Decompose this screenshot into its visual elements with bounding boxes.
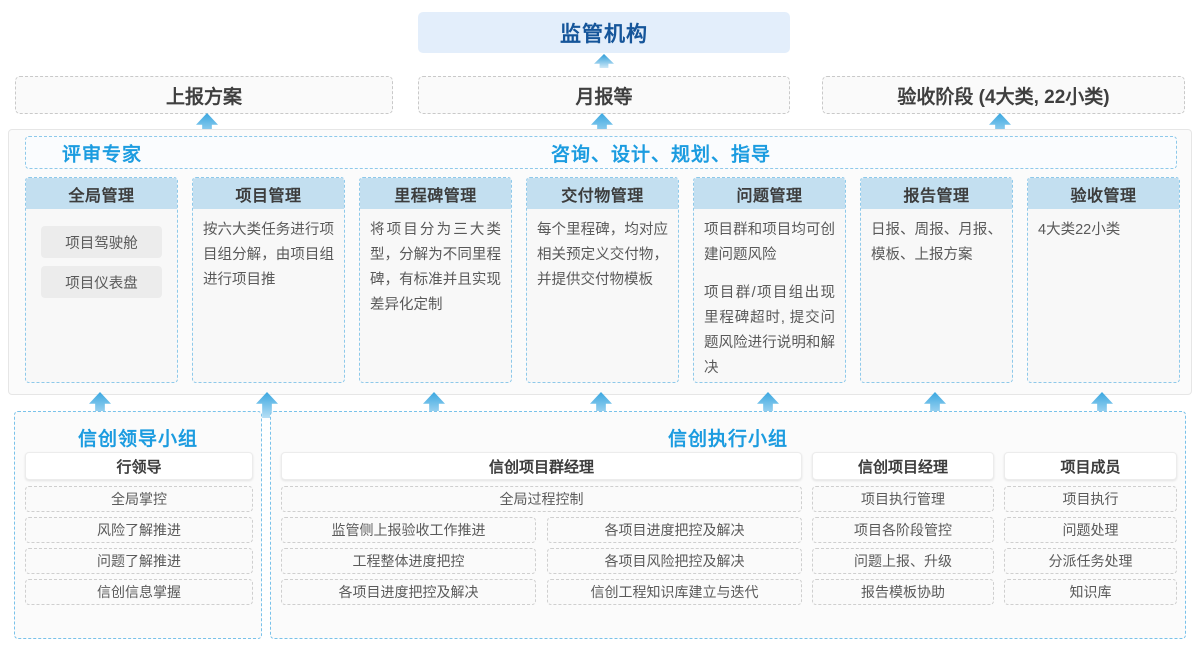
mgmt-card-title: 验收管理 (1028, 178, 1179, 209)
report-box-plan: 上报方案 (15, 76, 393, 114)
lead-group: 信创领导小组 行领导 全局掌控 风险了解推进 问题了解推进 信创信息掌握 (14, 411, 262, 639)
member-item[interactable]: 分派任务处理 (1004, 548, 1177, 574)
member-item[interactable]: 问题处理 (1004, 517, 1177, 543)
role-head-project-manager[interactable]: 信创项目经理 (812, 452, 994, 480)
mgmt-card-title: 问题管理 (694, 178, 845, 209)
program-manager-item[interactable]: 监管侧上报验收工作推进 (281, 517, 536, 543)
role-head-bank-leader[interactable]: 行领导 (25, 452, 253, 480)
mgmt-card-issue[interactable]: 问题管理 项目群和项目均可创建问题风险 项目群/项目组出现里程碑超时, 提交问题… (693, 177, 846, 383)
mgmt-card-milestone[interactable]: 里程碑管理 将项目分为三大类型，分解为不同里程碑，有标准并且实现差异化定制 (359, 177, 512, 383)
service-layer-panel: 评审专家 咨询、设计、规划、指导 全局管理 项目驾驶舱 项目仪表盘 项目管理 按… (8, 129, 1192, 395)
mgmt-card-title: 全局管理 (26, 178, 177, 209)
lead-item[interactable]: 信创信息掌握 (25, 579, 253, 605)
program-manager-item[interactable]: 各项目进度把控及解决 (281, 579, 536, 605)
program-manager-item[interactable]: 各项目进度把控及解决 (547, 517, 802, 543)
mgmt-card-para: 4大类22小类 (1038, 222, 1121, 238)
mgmt-card-body: 将项目分为三大类型，分解为不同里程碑，有标准并且实现差异化定制 (360, 209, 511, 318)
mgmt-card-title: 报告管理 (861, 178, 1012, 209)
program-manager-item[interactable]: 工程整体进度把控 (281, 548, 536, 574)
program-manager-item[interactable]: 信创工程知识库建立与迭代 (547, 579, 802, 605)
member-item[interactable]: 项目执行 (1004, 486, 1177, 512)
mgmt-card-body: 每个里程碑，均对应相关预定义交付物，并提供交付物模板 (527, 209, 678, 293)
regulator-box: 监管机构 (418, 12, 790, 53)
program-manager-item[interactable]: 各项目风险把控及解决 (547, 548, 802, 574)
mgmt-card-body: 日报、周报、月报、模板、上报方案 (861, 209, 1012, 268)
org-layer-panel: 信创领导小组 行领导 全局掌控 风险了解推进 问题了解推进 信创信息掌握 信创执… (8, 411, 1192, 639)
project-manager-item[interactable]: 项目执行管理 (812, 486, 994, 512)
service-layer-header: 评审专家 咨询、设计、规划、指导 (25, 136, 1177, 169)
member-item[interactable]: 知识库 (1004, 579, 1177, 605)
mgmt-card-report[interactable]: 报告管理 日报、周报、月报、模板、上报方案 (860, 177, 1013, 383)
role-head-project-member[interactable]: 项目成员 (1004, 452, 1177, 480)
lead-item[interactable]: 问题了解推进 (25, 548, 253, 574)
mgmt-card-body: 项目驾驶舱 项目仪表盘 (26, 209, 177, 298)
mgmt-card-para: 项目群/项目组出现里程碑超时, 提交问题风险进行说明和解决 (704, 285, 835, 376)
mgmt-card-acceptance[interactable]: 验收管理 4大类22小类 (1027, 177, 1180, 383)
mgmt-card-body: 4大类22小类 (1028, 209, 1179, 243)
program-manager-item-wide[interactable]: 全局过程控制 (281, 486, 802, 512)
mgmt-card-para: 项目群和项目均可创建问题风险 (704, 222, 835, 263)
report-box-monthly: 月报等 (418, 76, 790, 114)
lead-item[interactable]: 全局掌控 (25, 486, 253, 512)
mgmt-card-title: 交付物管理 (527, 178, 678, 209)
mgmt-card-title: 里程碑管理 (360, 178, 511, 209)
role-head-program-manager[interactable]: 信创项目群经理 (281, 452, 802, 480)
review-expert-label: 评审专家 (62, 144, 143, 165)
lead-group-title: 信创领导小组 (77, 429, 198, 450)
mgmt-card-para: 日报、周报、月报、模板、上报方案 (871, 222, 1002, 263)
report-box-acceptance: 验收阶段 (4大类, 22小类) (822, 76, 1185, 114)
arrow-up-icon-to-regulator (594, 54, 614, 68)
project-manager-item[interactable]: 问题上报、升级 (812, 548, 994, 574)
mgmt-pill[interactable]: 项目驾驶舱 (41, 226, 162, 258)
mgmt-card-deliverable[interactable]: 交付物管理 每个里程碑，均对应相关预定义交付物，并提供交付物模板 (526, 177, 679, 383)
mgmt-card-title: 项目管理 (193, 178, 344, 209)
mgmt-pill[interactable]: 项目仪表盘 (41, 266, 162, 298)
exec-group: 信创执行小组 信创项目群经理 全局过程控制 监管侧上报验收工作推进 工程整体进度… (270, 411, 1186, 639)
project-manager-item[interactable]: 报告模板协助 (812, 579, 994, 605)
exec-group-title: 信创执行小组 (667, 429, 788, 450)
lead-item[interactable]: 风险了解推进 (25, 517, 253, 543)
mgmt-card-para: 按六大类任务进行项目组分解，由项目组进行项目推 (203, 222, 334, 288)
mgmt-card-body: 项目群和项目均可创建问题风险 项目群/项目组出现里程碑超时, 提交问题风险进行说… (694, 209, 845, 381)
mgmt-card-project[interactable]: 项目管理 按六大类任务进行项目组分解，由项目组进行项目推 (192, 177, 345, 383)
mgmt-card-para: 每个里程碑，均对应相关预定义交付物，并提供交付物模板 (537, 222, 668, 288)
mgmt-card-global[interactable]: 全局管理 项目驾驶舱 项目仪表盘 (25, 177, 178, 383)
mgmt-card-body: 按六大类任务进行项目组分解，由项目组进行项目推 (193, 209, 344, 293)
mgmt-card-para: 将项目分为三大类型，分解为不同里程碑，有标准并且实现差异化定制 (370, 222, 501, 313)
consulting-label: 咨询、设计、规划、指导 (550, 144, 771, 165)
project-manager-item[interactable]: 项目各阶段管控 (812, 517, 994, 543)
